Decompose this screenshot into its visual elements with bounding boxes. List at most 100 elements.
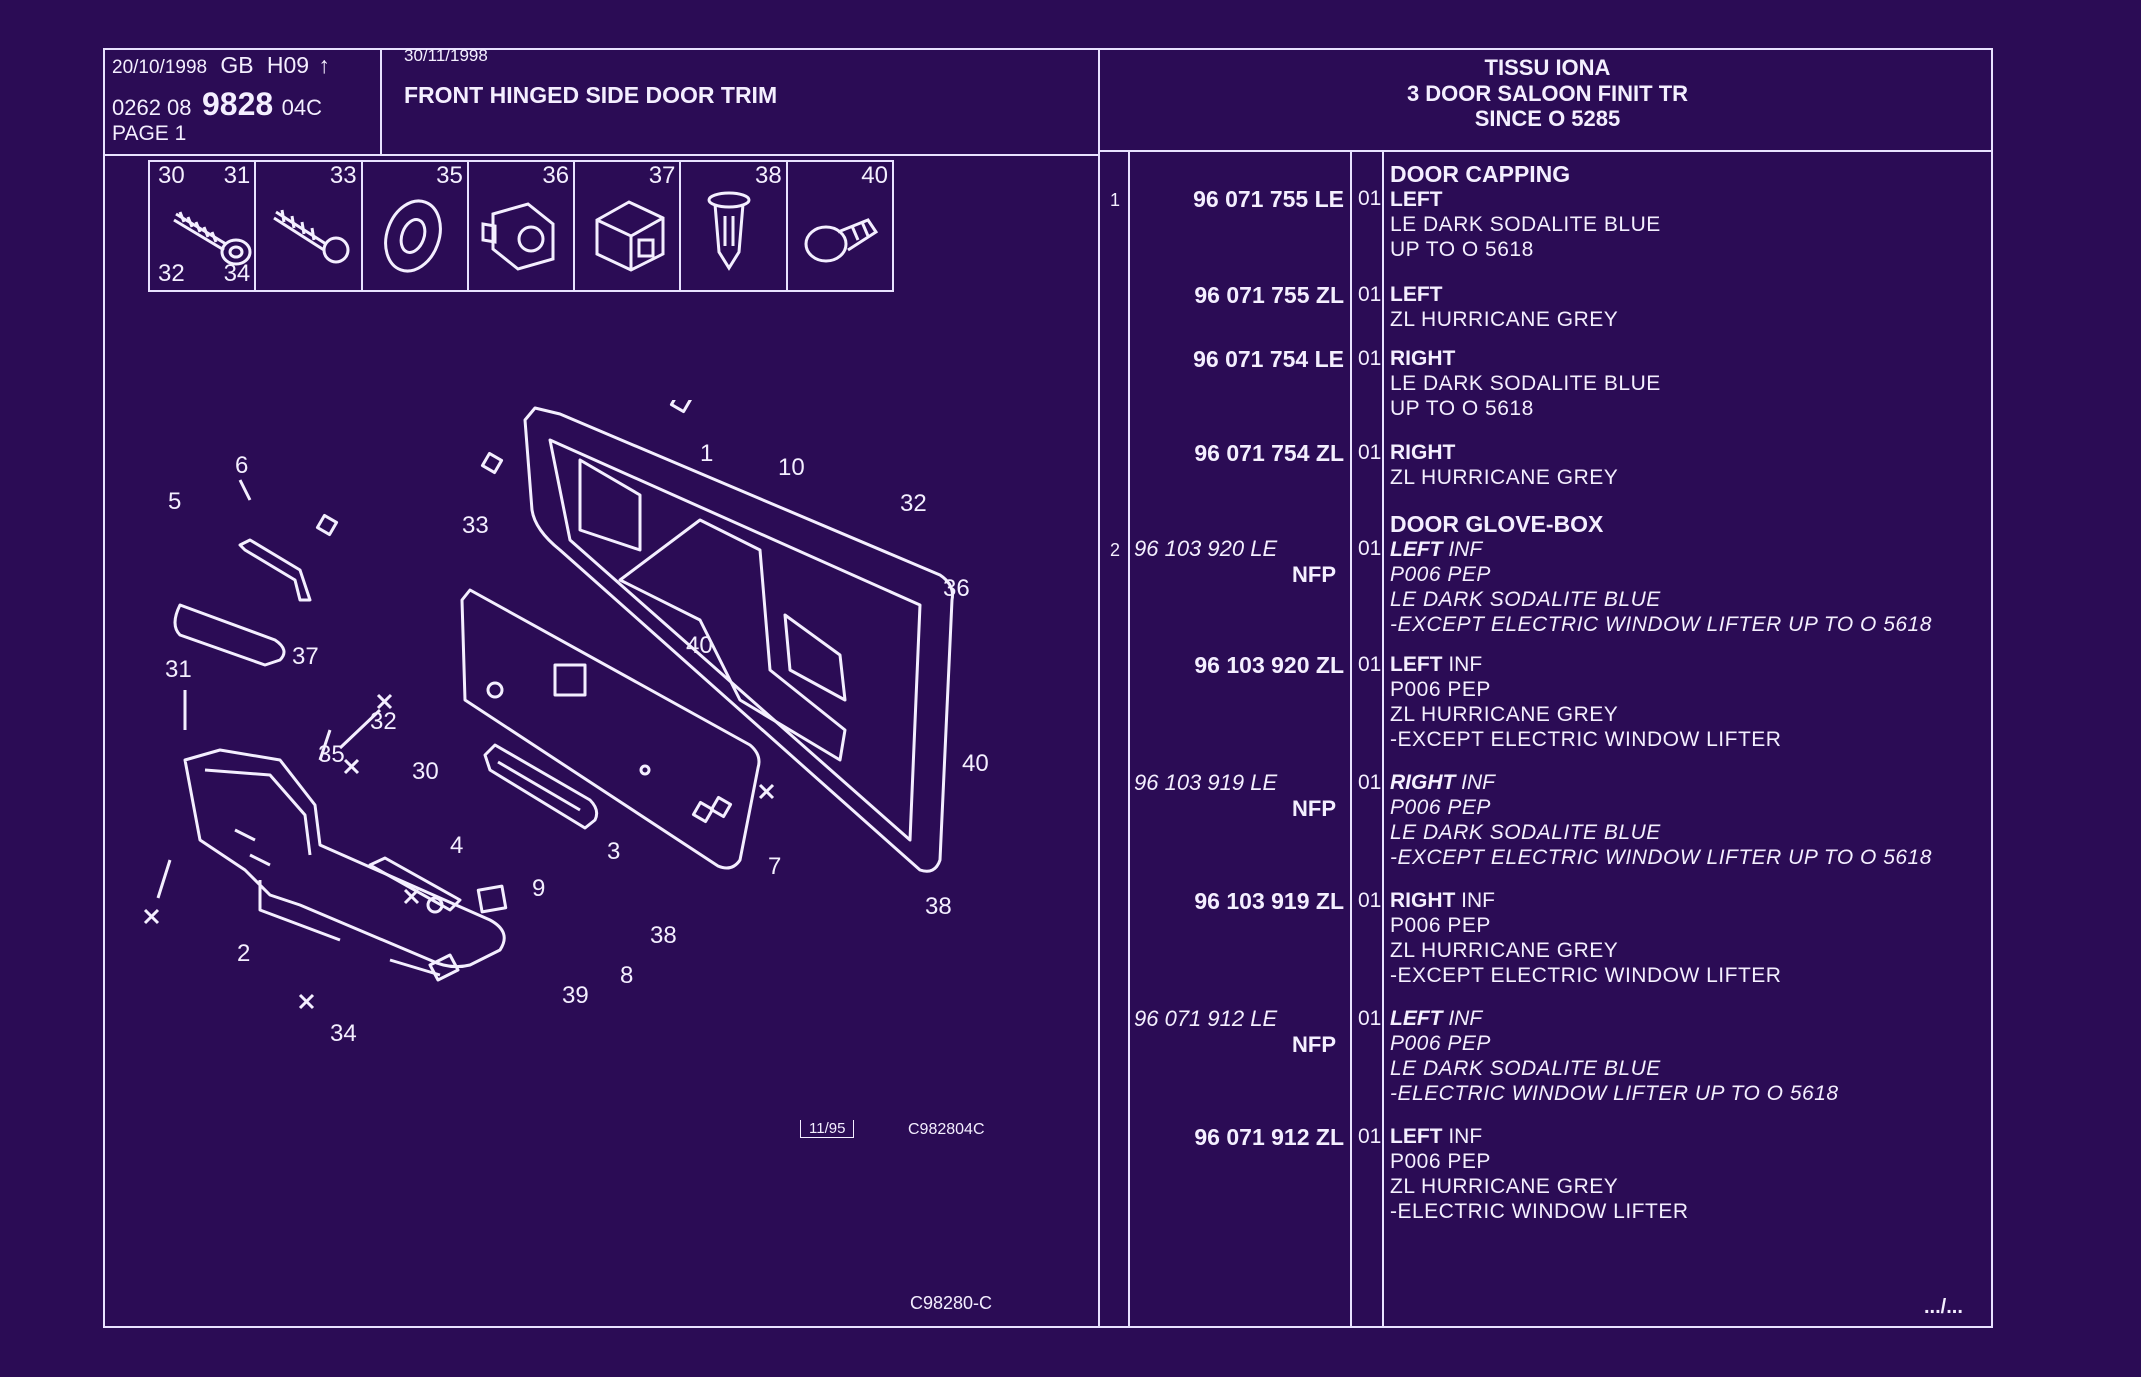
part-line: ZL HURRICANE GREY: [1390, 703, 1619, 726]
callout-10: 10: [778, 454, 805, 481]
part-side-row: RIGHT: [1390, 440, 1618, 465]
callout-4: 4: [450, 832, 464, 859]
part-side: RIGHT: [1390, 347, 1456, 370]
part-side: RIGHT: [1390, 889, 1456, 912]
part-side: LEFT: [1390, 653, 1443, 676]
footer-ref: C98280-C: [910, 1293, 993, 1313]
thumbnail-washer-35: 35: [363, 162, 469, 290]
part-line: -EXCEPT ELECTRIC WINDOW LIFTER UP TO O 5…: [1390, 613, 1932, 636]
thumbnail-clip-37: 37: [575, 162, 682, 290]
clip-icon: [481, 202, 555, 271]
page-frame: [103, 48, 1993, 1328]
section-title: FRONT HINGED SIDE DOOR TRIM: [404, 82, 778, 108]
rivet-icon: [804, 218, 878, 263]
part-qty: 01: [1358, 347, 1382, 370]
part-line: P006 PEP: [1390, 563, 1491, 586]
door-panel-outline: [460, 588, 761, 870]
part-heading: DOOR CAPPING: [1390, 161, 1571, 187]
part-qty: 01: [1358, 441, 1382, 464]
callout-30: 30: [412, 758, 439, 785]
part-qty: 01: [1358, 187, 1382, 210]
part-line: LE DARK SODALITE BLUE: [1390, 588, 1661, 611]
qty-column-right-divider: [1382, 152, 1384, 1328]
part-number: 96 071 755 ZL: [1194, 282, 1344, 308]
page-number: PAGE 1: [112, 122, 187, 145]
thumbnail-rivet-40: 40: [788, 162, 892, 290]
header-bottom-left: [103, 154, 1098, 156]
callout-39: 39: [562, 982, 589, 1009]
thumbnail-clip-36: 36: [469, 162, 576, 290]
part-side-row: RIGHT INF: [1390, 888, 1781, 913]
screw-icon: [173, 211, 252, 266]
nfp-label: NFP: [1292, 562, 1336, 587]
date1: 20/10/1998: [112, 57, 208, 78]
part-ref: 2: [1110, 540, 1121, 560]
part-line: P006 PEP: [1390, 678, 1491, 701]
part-line: P006 PEP: [1390, 1032, 1491, 1055]
callout-6: 6: [235, 452, 249, 479]
thumb-label: 30: [158, 162, 185, 189]
part-side-row: LEFT INF: [1390, 652, 1781, 677]
washer-icon: [383, 199, 442, 273]
callout-36: 36: [943, 575, 970, 602]
part-number: 96 071 754 LE: [1193, 346, 1344, 372]
nfp-label: NFP: [1292, 796, 1336, 821]
part-line: ZL HURRICANE GREY: [1390, 939, 1619, 962]
door-handle-outline: [483, 743, 599, 830]
part-side-row: LEFT: [1390, 282, 1618, 307]
part-side: LEFT: [1390, 283, 1443, 306]
callout-40b: 40: [962, 750, 989, 777]
part-side-extra: INF: [1448, 653, 1483, 676]
header-date: 20/10/1998 GB H09 ↑: [112, 52, 330, 79]
header-divider: [380, 48, 382, 154]
part-line: P006 PEP: [1390, 796, 1491, 819]
part-line: ZL HURRICANE GREY: [1390, 1175, 1619, 1198]
panel-divider: [1098, 48, 1100, 1328]
part-number: 96 071 754 ZL: [1194, 440, 1344, 466]
lang: GB: [220, 52, 254, 78]
part-side: LEFT: [1390, 1125, 1443, 1148]
qty-column-left-divider: [1350, 152, 1352, 1328]
callout-8: 8: [620, 962, 634, 989]
part-line: LE DARK SODALITE BLUE: [1390, 372, 1661, 395]
callout-2: 2: [237, 940, 251, 967]
part-number: 96 103 919 LE: [1134, 770, 1278, 795]
thumb-label: 36: [542, 162, 570, 189]
part-qty: 01: [1358, 771, 1382, 794]
header-ref: 0262 08 9828 04C: [112, 86, 322, 123]
part-number: 96 071 755 LE: [1193, 186, 1344, 212]
thumbnail-plug-38: 38: [681, 162, 788, 290]
part-line: -EXCEPT ELECTRIC WINDOW LIFTER UP TO O 5…: [1390, 846, 1932, 869]
date2: 30/11/1998: [404, 46, 488, 65]
part-side-row: LEFT INF: [1390, 537, 1932, 562]
trim-strip-outline: [368, 856, 462, 912]
part-number: 96 103 920 ZL: [1194, 652, 1344, 678]
part-ref: 1: [1110, 190, 1121, 210]
part-description: RIGHT ZL HURRICANE GREY: [1390, 440, 1618, 490]
callout-33: 33: [462, 512, 489, 539]
clip-icon: [595, 200, 665, 272]
part-description: LEFT ZL HURRICANE GREY: [1390, 282, 1618, 332]
figure-ref: C982804C: [908, 1121, 985, 1138]
screw-icon: [273, 209, 350, 264]
callout-1: 1: [700, 440, 714, 467]
pull-handle-outline: [173, 603, 286, 667]
thumb-label: 37: [648, 162, 676, 189]
ref-big: 9828: [201, 86, 274, 122]
part-number: 96 103 919 ZL: [1194, 888, 1344, 914]
callout-31: 31: [165, 656, 192, 683]
thumb-label: 31: [223, 162, 251, 189]
fastener-thumbnails: 30 31 32 34 33 35 36 37 38: [148, 160, 894, 292]
callout-34: 34: [330, 1020, 357, 1047]
date-box: 11/95: [800, 1120, 855, 1138]
ref-suffix: 04C: [281, 95, 322, 120]
part-number: 96 071 912 LE: [1134, 1006, 1278, 1031]
header-bottom-right: [1098, 150, 1993, 152]
part-side-row: LEFT INF: [1390, 1006, 1839, 1031]
